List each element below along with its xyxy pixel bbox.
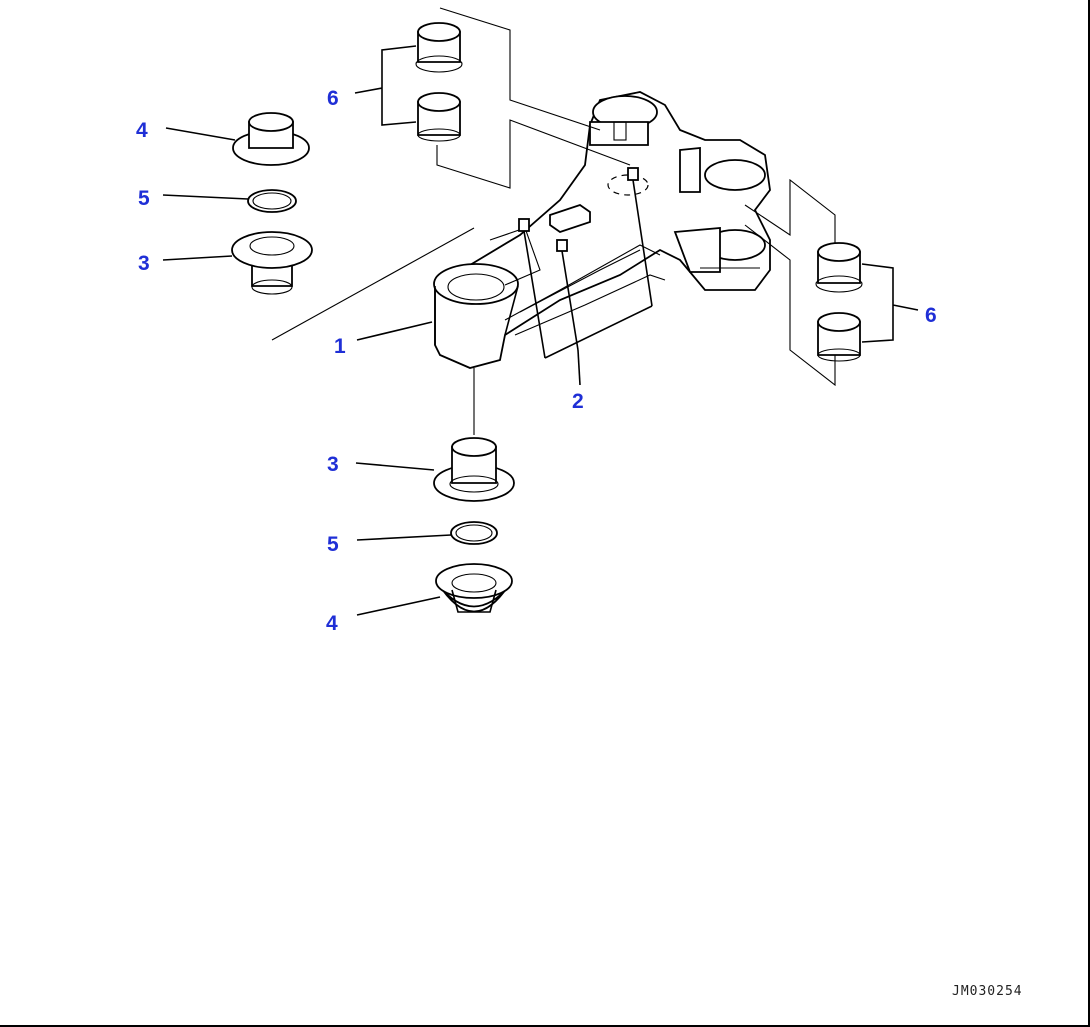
bracket-part-1 <box>433 91 771 369</box>
callout-4-lower: 4 <box>326 612 338 635</box>
leader-part-1 <box>356 321 433 341</box>
grease-fittings-part-2 <box>518 167 653 386</box>
callout-2: 2 <box>572 390 584 413</box>
bushings-part-6-right <box>815 242 919 362</box>
lower-parts <box>355 437 515 616</box>
centre-lines <box>271 7 836 435</box>
callout-5-lower: 5 <box>327 533 339 556</box>
callout-3-lower: 3 <box>327 453 339 476</box>
upper-left-parts <box>162 112 313 295</box>
callout-6-right: 6 <box>925 304 937 327</box>
callout-3-upper: 3 <box>138 252 150 275</box>
callout-4-upper: 4 <box>136 119 148 142</box>
drawing-id: JM030254 <box>952 984 1023 999</box>
callout-1: 1 <box>334 335 346 358</box>
callout-5-upper: 5 <box>138 187 150 210</box>
callout-6-upper: 6 <box>327 87 339 110</box>
bushings-part-6-upper <box>354 22 463 142</box>
